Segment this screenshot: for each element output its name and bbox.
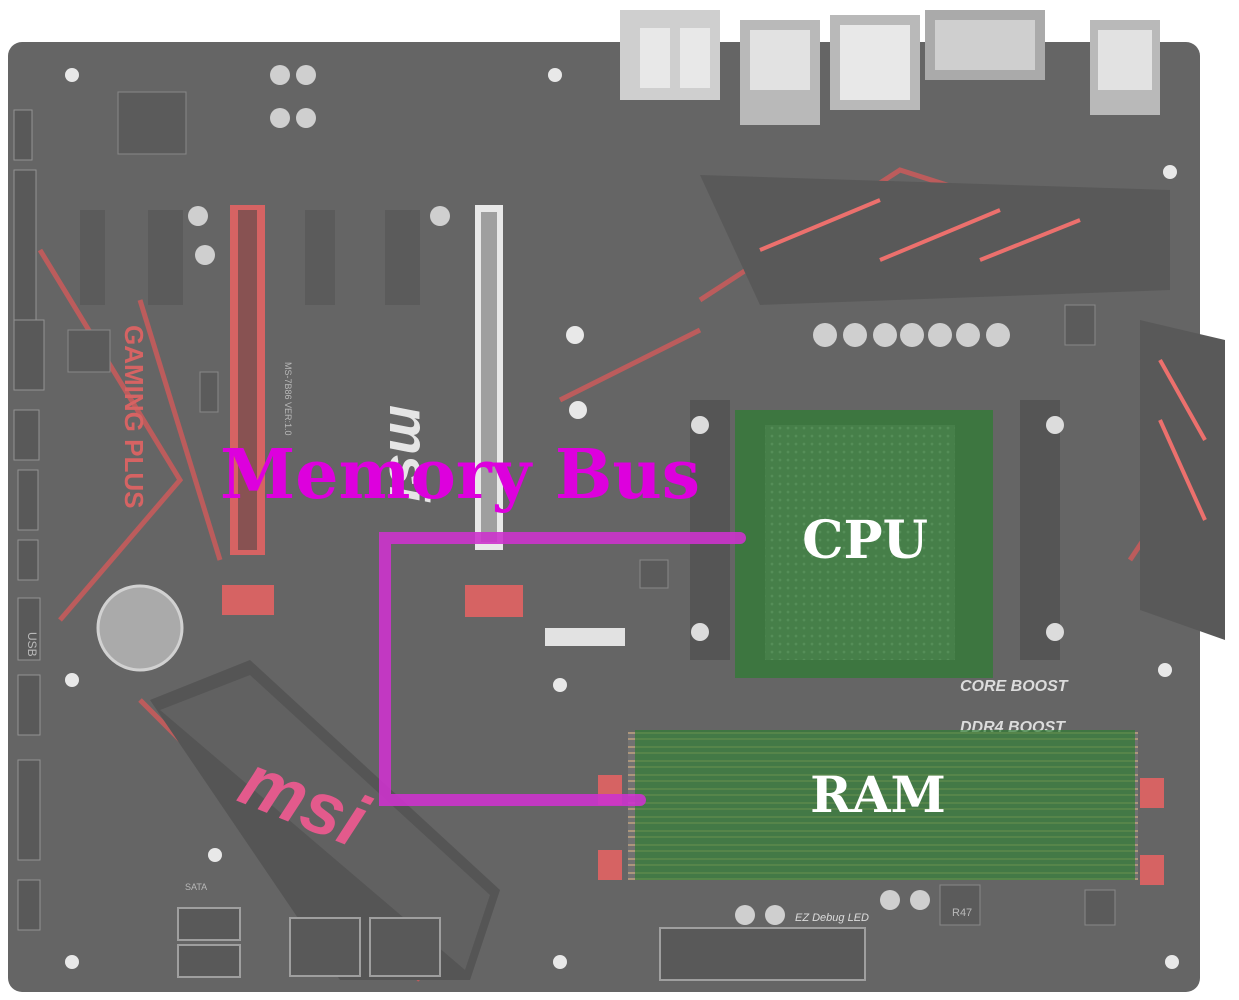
cpu-label: CPU [802, 510, 928, 571]
memory-bus-title: Memory Bus [220, 435, 700, 515]
ram-label: RAM [810, 765, 946, 824]
